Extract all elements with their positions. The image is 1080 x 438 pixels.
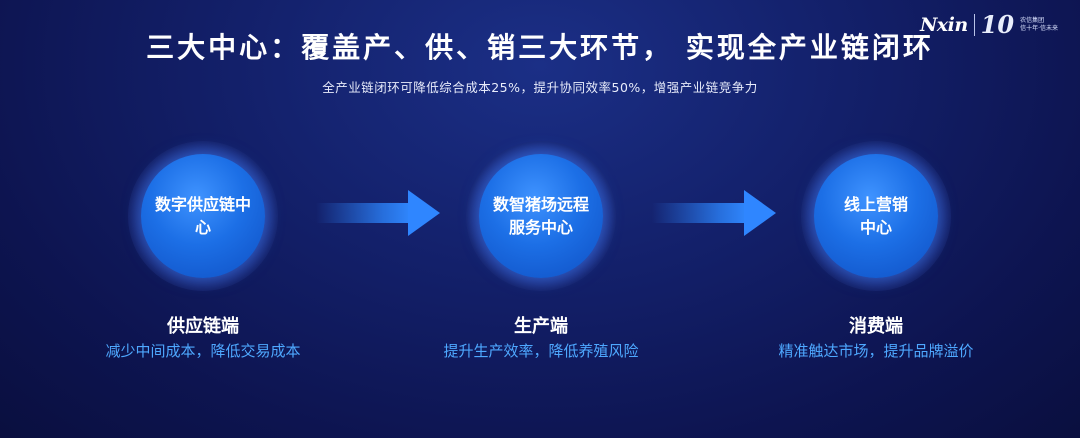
node-title: 数智猪场远程服务中心 [493, 195, 590, 237]
page-subtitle: 全产业链闭环可降低综合成本25%，提升协同效率50%，增强产业链竞争力 [322, 80, 758, 95]
node-title: 数字供应链中心 [155, 195, 252, 237]
stage-desc-production: 提升生产效率，降低养殖风险 [443, 342, 639, 360]
brand-logo: Nxin 10 农信集团 信十年·信未来 [920, 10, 1058, 39]
node-core: 数智猪场远程服务中心 [479, 154, 603, 278]
stage-desc-supply: 减少中间成本，降低交易成本 [105, 342, 301, 360]
logo-caption-line2: 信十年·信未来 [1020, 24, 1058, 32]
flow-arrow-icon [316, 190, 440, 236]
page-title: 三大中心：覆盖产、供、销三大环节， 实现全产业链闭环 [146, 31, 934, 64]
logo-caption: 农信集团 信十年·信未来 [1020, 17, 1058, 33]
logo-caption-line1: 农信集团 [1020, 16, 1045, 24]
stage-label-supply: 供应链端 [167, 316, 239, 337]
node-core: 线上营销中心 [814, 154, 938, 278]
logo-wordmark: Nxin [919, 13, 968, 36]
center-node-supply: 数字供应链中心 [128, 141, 278, 291]
logo-divider [973, 13, 975, 36]
stage-label-sales: 消费端 [849, 316, 903, 337]
logo-anniversary-number: 10 [980, 10, 1015, 39]
stage-desc-sales: 精准触达市场，提升品牌溢价 [778, 342, 974, 360]
stage-label-production: 生产端 [514, 316, 568, 337]
node-title: 线上营销中心 [843, 195, 908, 237]
center-node-sales: 线上营销中心 [801, 141, 951, 291]
center-node-production: 数智猪场远程服务中心 [466, 141, 616, 291]
flow-arrow-icon [652, 190, 776, 236]
node-core: 数字供应链中心 [141, 154, 265, 278]
